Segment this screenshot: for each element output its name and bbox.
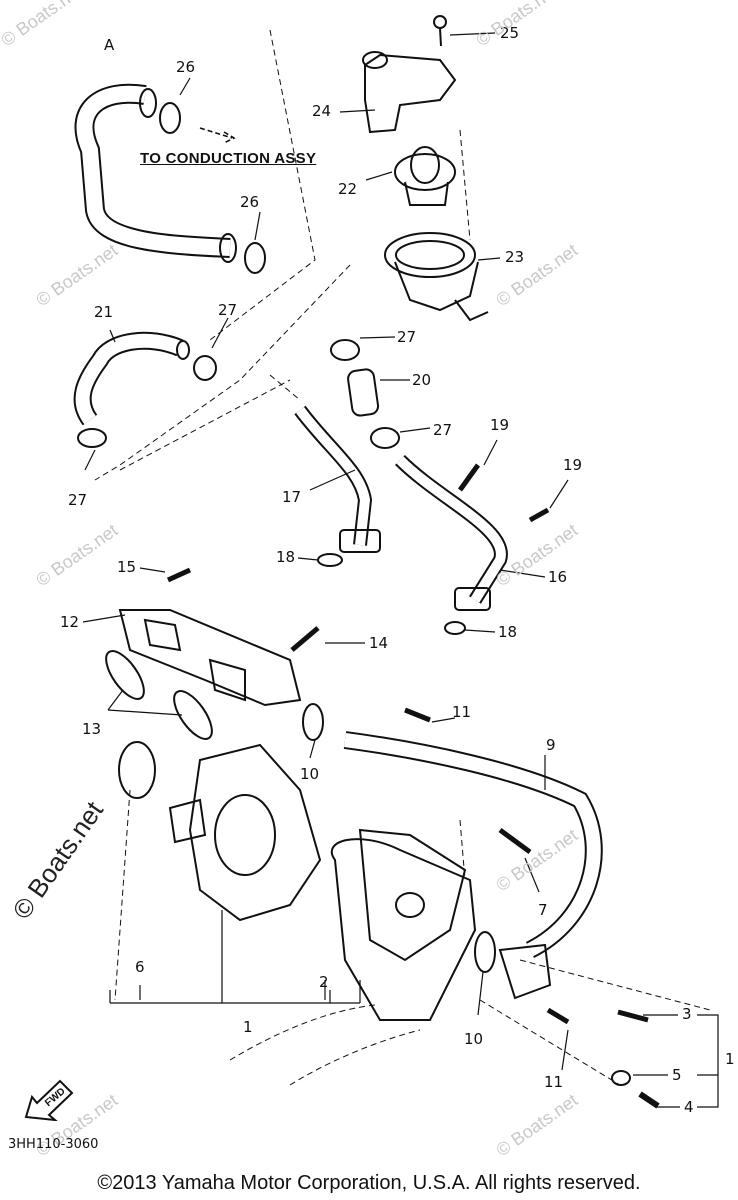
callout-11: 11 bbox=[452, 703, 472, 721]
callout-14: 14 bbox=[369, 634, 389, 652]
callout-27: 27 bbox=[397, 328, 417, 346]
callout-17: 17 bbox=[282, 488, 302, 506]
hose-20 bbox=[347, 368, 380, 417]
water-pipe-12 bbox=[118, 609, 302, 707]
callout-18: 18 bbox=[276, 548, 296, 566]
guide-lines bbox=[94, 29, 711, 1086]
o-ring-18 bbox=[317, 553, 343, 567]
bolt-7 bbox=[498, 827, 532, 855]
thermostat-housing bbox=[384, 232, 489, 322]
callout-3: 3 bbox=[682, 1005, 692, 1023]
callout-10: 10 bbox=[464, 1030, 484, 1048]
callout-24: 24 bbox=[312, 102, 332, 120]
thermostat-cover bbox=[362, 51, 457, 134]
diagram-code: 3HH110-3060 bbox=[8, 1137, 99, 1152]
callout-9: 9 bbox=[546, 736, 556, 754]
callout-11: 11 bbox=[544, 1073, 564, 1091]
callout-25: 25 bbox=[500, 24, 520, 42]
hose-clamp-26 bbox=[159, 102, 266, 274]
callout-22: 22 bbox=[338, 180, 358, 198]
callout-4: 4 bbox=[684, 1098, 694, 1116]
water-pipe-9 bbox=[343, 731, 603, 959]
callout-12: 12 bbox=[60, 613, 80, 631]
callout-18: 18 bbox=[498, 623, 518, 641]
callout-1: 1 bbox=[725, 1050, 735, 1068]
leader-lines bbox=[82, 32, 719, 1108]
callout-19: 19 bbox=[563, 456, 583, 474]
bolt-19 bbox=[457, 463, 550, 523]
callout-20: 20 bbox=[412, 371, 432, 389]
callout-26: 26 bbox=[240, 193, 260, 211]
water-pump bbox=[118, 741, 322, 922]
callout-7: 7 bbox=[538, 901, 548, 919]
callout-27: 27 bbox=[218, 301, 238, 319]
callout-2: 2 bbox=[319, 973, 329, 991]
thermostat bbox=[394, 146, 456, 206]
bolt-25 bbox=[433, 15, 447, 47]
callout-5: 5 bbox=[672, 1066, 682, 1084]
copyright-notice: ©2013 Yamaha Motor Corporation, U.S.A. A… bbox=[97, 1172, 641, 1194]
conduction-assy-note: TO CONDUCTION ASSY bbox=[140, 150, 317, 167]
hose-21 bbox=[73, 331, 190, 426]
callout-19: 19 bbox=[490, 416, 510, 434]
bolt-4 bbox=[638, 1091, 660, 1109]
callout-21: 21 bbox=[94, 303, 114, 321]
bolt-14 bbox=[290, 626, 320, 652]
o-ring-10 bbox=[302, 703, 324, 741]
pump-housing bbox=[330, 828, 477, 1021]
hose-to-conduction bbox=[74, 83, 237, 263]
callout-13: 13 bbox=[82, 720, 102, 738]
direction-arrow bbox=[199, 127, 236, 144]
callout-26: 26 bbox=[176, 58, 196, 76]
hose-clamp-27 bbox=[77, 339, 400, 449]
o-ring-10-lower bbox=[474, 931, 496, 973]
water-pipe-16 bbox=[395, 454, 508, 611]
gasket-13 bbox=[105, 650, 213, 740]
callout-16: 16 bbox=[548, 568, 568, 586]
callout-1: 1 bbox=[243, 1018, 253, 1036]
water-pipe-17 bbox=[294, 405, 381, 553]
callout-23: 23 bbox=[505, 248, 525, 266]
callout-27: 27 bbox=[433, 421, 453, 439]
forward-arrow-icon bbox=[24, 1079, 74, 1121]
bolt-3 bbox=[617, 1009, 649, 1023]
corner-letter: A bbox=[104, 36, 115, 54]
callout-10: 10 bbox=[300, 765, 320, 783]
callout-6: 6 bbox=[135, 958, 145, 976]
bolt-15 bbox=[166, 567, 192, 583]
bolt-11 bbox=[404, 707, 570, 1025]
washer-5 bbox=[611, 1070, 631, 1086]
callout-27: 27 bbox=[68, 491, 88, 509]
pipe-elbow bbox=[498, 943, 552, 1000]
callout-15: 15 bbox=[117, 558, 137, 576]
